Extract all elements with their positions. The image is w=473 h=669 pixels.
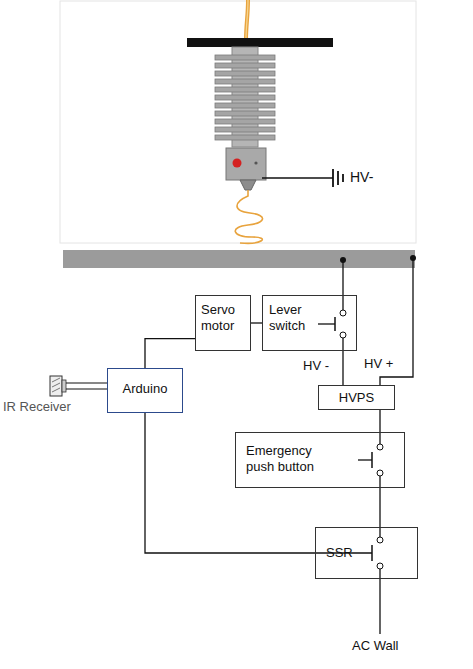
- ir-receiver-icon: [50, 376, 62, 396]
- filament-highlight: [246, 0, 248, 40]
- switch-contact: [377, 470, 383, 476]
- wire: [145, 413, 315, 553]
- switch-contact: [340, 332, 346, 338]
- ir-receiver-label: IR Receiver: [3, 399, 71, 415]
- bed-wire: [342, 260, 343, 310]
- wire: [251, 322, 262, 323]
- node-label: SSR: [326, 545, 371, 561]
- mount-plate: [187, 38, 333, 47]
- heatsink-fin: [215, 71, 275, 76]
- wire: [379, 410, 380, 432]
- hvps-box: HVPS: [318, 385, 395, 410]
- wire: [342, 351, 343, 385]
- ir-receiver-grille: [52, 378, 60, 392]
- node-label: Lever switch: [269, 302, 319, 333]
- wire: [379, 488, 380, 527]
- printer-frame: [60, 1, 416, 243]
- switch-contact: [340, 310, 346, 316]
- node-label: Emergency push button: [246, 443, 332, 474]
- nozzle: [240, 180, 256, 190]
- print-bed: [63, 250, 415, 268]
- heatsink-fin: [215, 111, 275, 116]
- heatsink-fin: [215, 87, 275, 92]
- hv-minus-wire: [262, 177, 333, 179]
- node-label: Arduino: [112, 381, 178, 397]
- switch-contact: [377, 537, 383, 543]
- heater-dot: [233, 159, 242, 168]
- node-label: HVPS: [323, 390, 390, 406]
- switch-contact: [377, 563, 383, 569]
- ground-bar: [337, 171, 339, 185]
- switch-wire: [379, 476, 380, 488]
- sensor-dot: [254, 161, 257, 164]
- emergency-button-box: Emergency push button: [235, 432, 405, 488]
- switch-contact: [377, 444, 383, 450]
- node-label: Servo motor: [201, 302, 249, 333]
- hv-minus-label: HV-: [350, 169, 373, 186]
- heatsink-fin: [215, 95, 275, 100]
- arduino-box: Arduino: [107, 368, 183, 413]
- switch-wire: [379, 432, 380, 444]
- heatsink-fin: [215, 127, 275, 132]
- switch-actuator: [371, 545, 373, 561]
- hv-plus-label: HV +: [364, 356, 393, 372]
- switch-actuator: [318, 323, 335, 324]
- wire: [145, 339, 195, 368]
- hv-minus-label: HV -: [303, 358, 329, 374]
- ir-receiver-body: [62, 380, 66, 392]
- heatsink-fin: [215, 119, 275, 124]
- ground-bar: [332, 169, 334, 187]
- switch-wire: [342, 338, 343, 351]
- heater-block: [226, 148, 266, 180]
- ssr-box: SSR: [315, 527, 418, 579]
- ir-wire: [66, 389, 107, 390]
- switch-wire: [379, 527, 380, 537]
- servo-box: Servo motor: [195, 295, 251, 351]
- heatsink-fin: [215, 103, 275, 108]
- extruded-filament: [235, 190, 262, 243]
- heatsink-fin: [215, 55, 275, 60]
- ac-wall-label: AC Wall: [352, 638, 398, 654]
- heatsink-fin: [215, 63, 275, 68]
- heatsink-fins: [215, 55, 275, 140]
- switch-actuator: [358, 459, 372, 460]
- ir-wire: [66, 383, 107, 384]
- ground-bar: [342, 174, 344, 182]
- heatsink-fin: [215, 79, 275, 84]
- heatsink-fin: [215, 135, 275, 140]
- lever-switch-box: Lever switch: [262, 295, 357, 351]
- filament: [246, 0, 248, 40]
